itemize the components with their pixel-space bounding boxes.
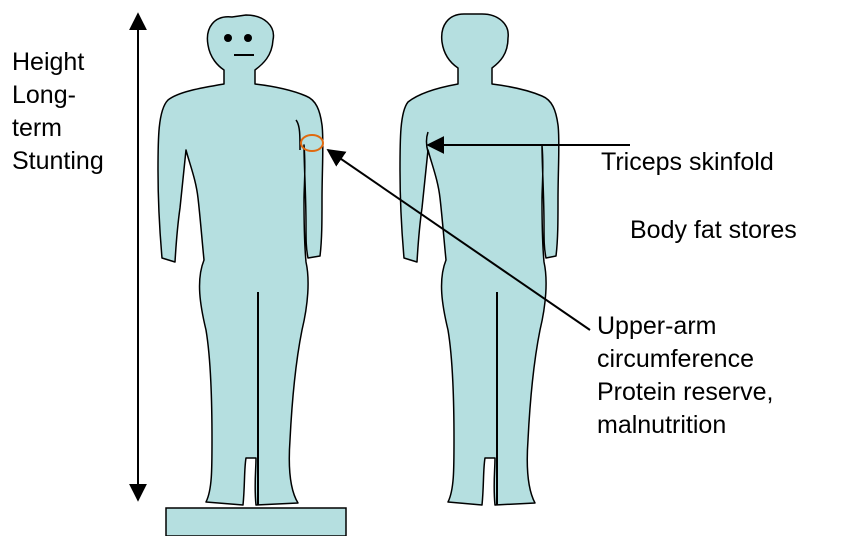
- body-fat-label: Body fat stores: [630, 214, 797, 247]
- height-label-line-2: Long-: [12, 79, 104, 112]
- upper-arm-label: Upper-arm circumference Protein reserve,…: [597, 310, 773, 442]
- front-figure-left-eye: [224, 34, 232, 42]
- stadiometer-platform: [166, 508, 346, 536]
- upper-arm-label-line-4: malnutrition: [597, 409, 773, 442]
- upper-arm-label-line-2: circumference: [597, 343, 773, 376]
- height-label-line-1: Height: [12, 46, 104, 79]
- triceps-skinfold-label: Triceps skinfold: [601, 146, 774, 179]
- back-view-figure: [400, 14, 559, 505]
- front-view-figure: [158, 15, 323, 505]
- front-figure-right-eye: [244, 34, 252, 42]
- height-label-line-4: Stunting: [12, 145, 104, 178]
- back-figure-body: [400, 14, 559, 505]
- upper-arm-label-line-3: Protein reserve,: [597, 376, 773, 409]
- height-label: Height Long- term Stunting: [12, 46, 104, 178]
- height-label-line-3: term: [12, 112, 104, 145]
- front-figure-body: [158, 15, 323, 505]
- upper-arm-label-line-1: Upper-arm: [597, 310, 773, 343]
